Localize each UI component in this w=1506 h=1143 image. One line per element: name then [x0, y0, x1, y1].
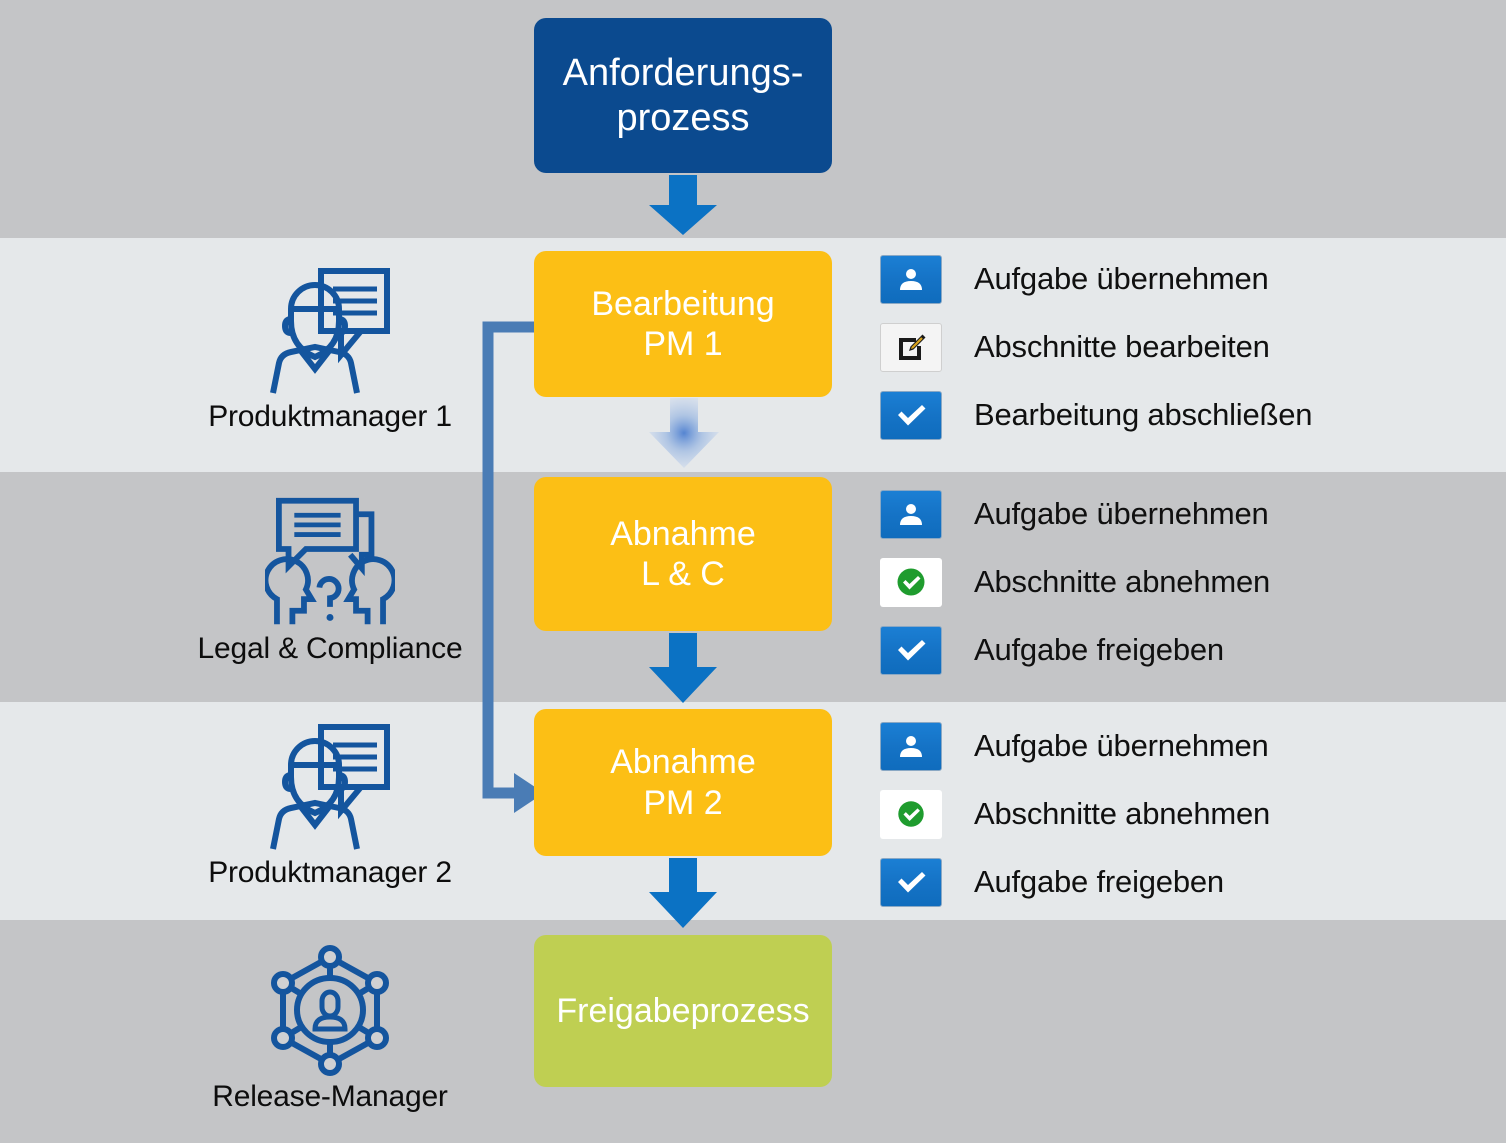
task-lc-line1: Abnahme: [610, 514, 756, 553]
check-icon[interactable]: [880, 625, 942, 675]
action-row[interactable]: Aufgabe übernehmen: [880, 480, 1270, 548]
arrow-start-to-pm1: [649, 175, 717, 235]
action-list-pm2: Aufgabe übernehmen Abschnitte abnehmen A…: [880, 712, 1270, 916]
action-label: Aufgabe übernehmen: [974, 728, 1269, 763]
task-bearbeitung-pm1[interactable]: Bearbeitung PM 1: [534, 251, 832, 397]
arrow-pm1-to-legal-faded: [649, 398, 719, 468]
role-produktmanager-1: Produktmanager 1: [165, 248, 495, 448]
task-pm2-line2: PM 2: [643, 783, 723, 822]
role-label-legal-compliance: Legal & Compliance: [197, 631, 463, 665]
role-label-release-manager: Release-Manager: [212, 1079, 448, 1113]
task-lc-line2: L & C: [641, 555, 725, 593]
process-end-freigabeprozess[interactable]: Freigabeprozess: [534, 935, 832, 1087]
assign-user-icon[interactable]: [880, 721, 942, 771]
action-row[interactable]: Abschnitte bearbeiten: [880, 313, 1312, 381]
action-label: Abschnitte abnehmen: [974, 564, 1271, 599]
action-label: Aufgabe freigeben: [974, 632, 1224, 667]
action-row[interactable]: Abschnitte abnehmen: [880, 780, 1270, 848]
end-node-label: Freigabeprozess: [556, 991, 810, 1030]
assign-user-icon[interactable]: [880, 254, 942, 304]
task-abnahme-legal-compliance[interactable]: Abnahme L & C: [534, 477, 832, 631]
action-row[interactable]: Abschnitte abnehmen: [880, 548, 1270, 616]
connector-pm1-to-pm2: [482, 321, 544, 813]
action-label: Bearbeitung abschließen: [974, 397, 1313, 432]
person-speech-bubble-icon: [270, 723, 390, 850]
arrow-legal-to-pm2: [649, 633, 717, 703]
task-abnahme-pm2[interactable]: Abnahme PM 2: [534, 709, 832, 856]
check-icon[interactable]: [880, 857, 942, 907]
action-row[interactable]: Aufgabe freigeben: [880, 848, 1270, 916]
action-row[interactable]: Aufgabe freigeben: [880, 616, 1270, 684]
two-heads-question-icon: [265, 497, 395, 624]
task-pm1-line2: PM 1: [643, 325, 723, 363]
action-label: Aufgabe übernehmen: [974, 261, 1269, 296]
check-icon[interactable]: [880, 390, 942, 440]
green-check-circle-icon[interactable]: [880, 557, 942, 607]
arrow-pm2-to-freigabeprozess: [649, 858, 717, 928]
role-label-pm2: Produktmanager 2: [208, 855, 452, 889]
role-label-pm1: Produktmanager 1: [208, 399, 452, 433]
assign-user-icon[interactable]: [880, 489, 942, 539]
action-row[interactable]: Aufgabe übernehmen: [880, 245, 1312, 313]
task-pm1-line1: Bearbeitung: [591, 284, 775, 323]
action-list-pm1: Aufgabe übernehmen Abschnitte bearbeiten…: [880, 245, 1313, 449]
action-label: Abschnitte bearbeiten: [974, 329, 1270, 364]
start-node-line2: prozess: [616, 96, 750, 139]
action-label: Aufgabe übernehmen: [974, 496, 1269, 531]
role-release-manager: Release-Manager: [165, 930, 495, 1126]
action-row[interactable]: Bearbeitung abschließen: [880, 381, 1313, 449]
task-pm2-line1: Abnahme: [610, 743, 756, 782]
role-legal-compliance: Legal & Compliance: [165, 480, 495, 680]
start-node-line1: Anforderungs-: [562, 51, 804, 94]
green-check-circle-icon[interactable]: [880, 789, 942, 839]
action-list-legal-compliance: Aufgabe übernehmen Abschnitte abnehmen A…: [880, 480, 1270, 684]
network-person-hexagon-icon: [271, 944, 389, 1076]
action-label: Aufgabe freigeben: [974, 864, 1224, 899]
person-speech-bubble-icon: [270, 267, 390, 394]
action-row[interactable]: Aufgabe übernehmen: [880, 712, 1270, 780]
process-start-anforderungsprozess[interactable]: Anforderungs- prozess: [534, 18, 832, 173]
edit-pencil-icon[interactable]: [880, 322, 942, 372]
action-label: Abschnitte abnehmen: [974, 796, 1271, 831]
role-produktmanager-2: Produktmanager 2: [165, 706, 495, 902]
